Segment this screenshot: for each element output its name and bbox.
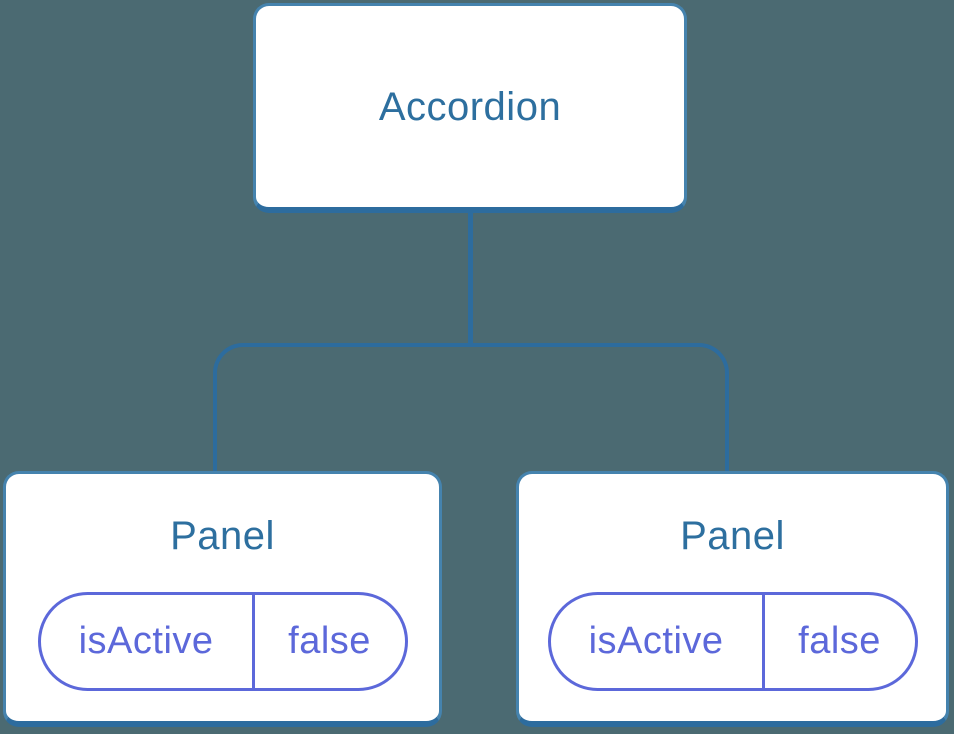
panel-node-left: Panel isActive false: [3, 471, 442, 727]
state-pill: isActive false: [547, 592, 918, 691]
accordion-node: Accordion: [253, 3, 687, 213]
panel-node-right: Panel isActive false: [516, 471, 949, 727]
accordion-node-label: Accordion: [378, 84, 562, 129]
state-key: isActive: [551, 595, 765, 688]
children-connector-bracket: [213, 343, 729, 473]
state-key: isActive: [41, 595, 255, 688]
state-pill: isActive false: [37, 592, 408, 691]
state-value: false: [288, 620, 371, 662]
state-value: false: [798, 620, 881, 662]
panel-node-label: Panel: [680, 514, 785, 558]
parent-connector-line: [468, 212, 473, 346]
panel-node-label: Panel: [170, 514, 275, 558]
